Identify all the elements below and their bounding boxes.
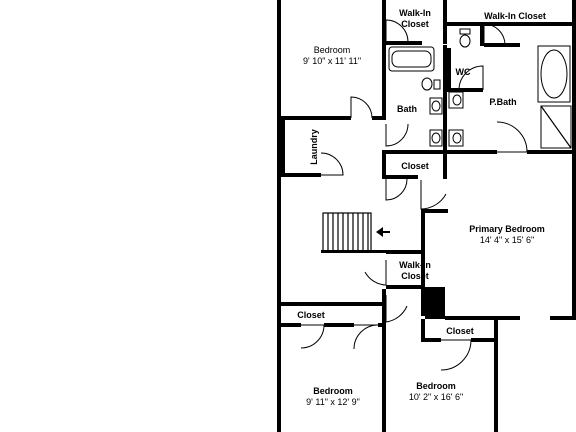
bedroom-top-dims: 9' 10" x 11' 11" (303, 56, 361, 66)
walkin-mid-line2: Closet (401, 271, 429, 281)
room-labels: Bedroom 9' 10" x 11' 11" Walk-In Closet … (297, 8, 546, 407)
primary-bedroom-dims: 14' 4" x 15' 6" (480, 235, 534, 245)
closet-right-name: Closet (446, 326, 474, 336)
closet-mid-name: Closet (401, 161, 429, 171)
wc-name: WC (456, 67, 471, 77)
bedroom-bl-dims: 9' 11" x 12' 9" (306, 397, 360, 407)
bedroom-bl-name: Bedroom (313, 386, 353, 396)
fixtures (388, 28, 572, 149)
bedroom-br-dims: 10' 2" x 16' 6" (409, 392, 463, 402)
walkin-top-left-line1: Walk-In (399, 8, 431, 18)
bedroom-br-name: Bedroom (416, 381, 456, 391)
laundry-name: Laundry (309, 129, 319, 165)
walkin-top-left-line2: Closet (401, 19, 429, 29)
walkin-top-right-name: Walk-In Closet (484, 11, 546, 21)
bedroom-top-name: Bedroom (314, 45, 351, 55)
walkin-mid-line1: Walk-In (399, 260, 431, 270)
closet-left-name: Closet (297, 310, 325, 320)
stair-arrow-icon (376, 227, 390, 237)
pbath-name: P.Bath (489, 97, 516, 107)
bath-name: Bath (397, 104, 417, 114)
primary-bedroom-name: Primary Bedroom (469, 224, 545, 234)
stairs (322, 212, 390, 252)
doors (300, 19, 528, 371)
